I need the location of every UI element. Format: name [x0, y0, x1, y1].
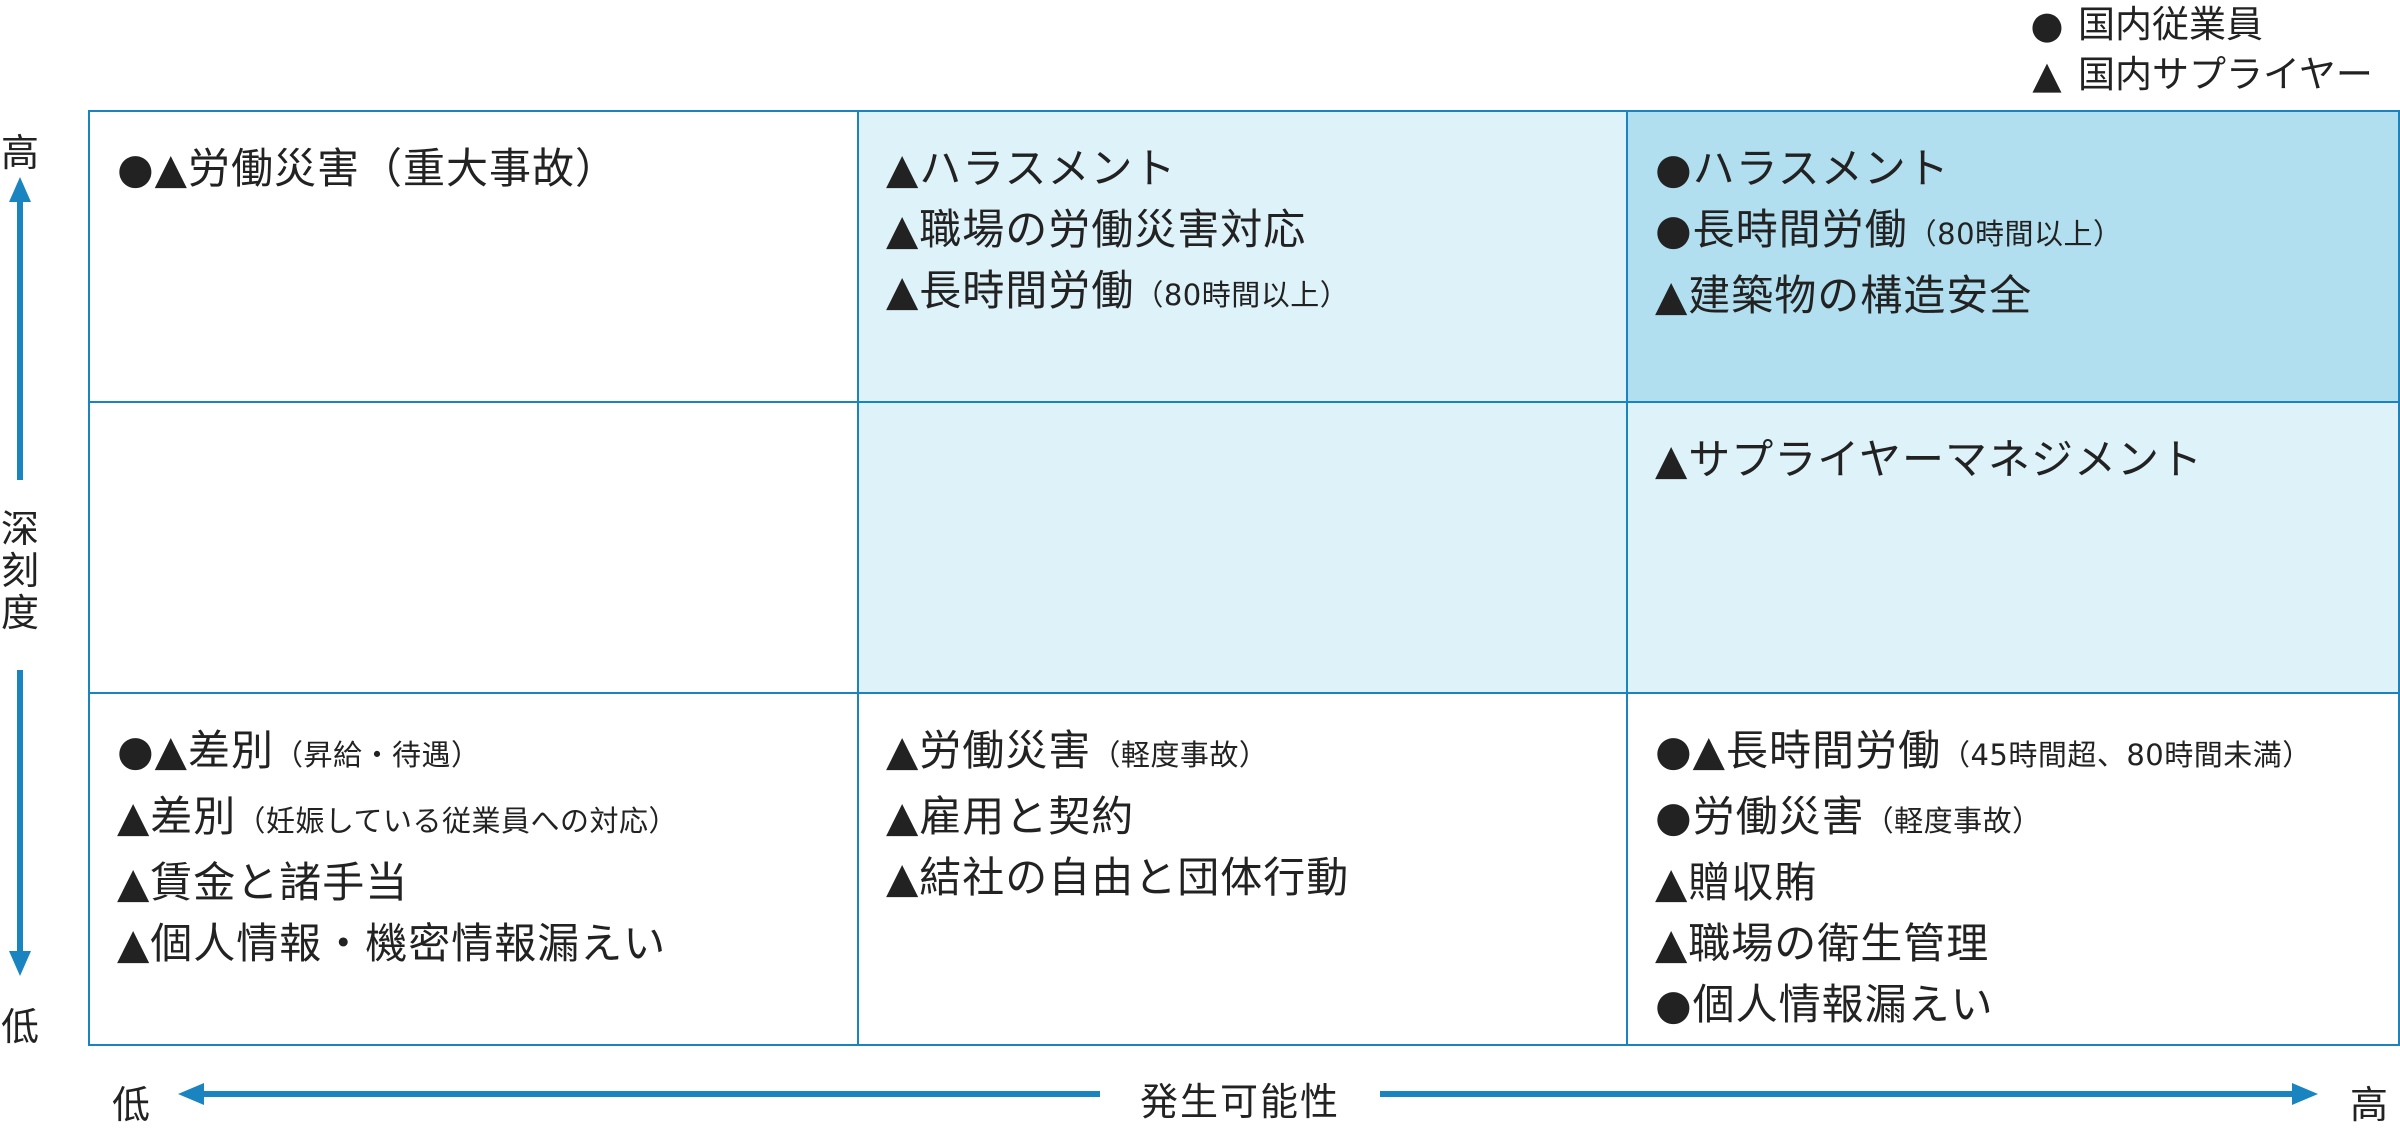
risk-item: ●ハラスメント — [1655, 138, 2398, 199]
severity-high-label: 高 — [0, 131, 39, 175]
risk-item-label: ▲建築物の構造安全 — [1655, 271, 2033, 320]
risk-item-label: ▲個人情報・機密情報漏えい — [117, 919, 667, 968]
risk-item-label: ●労働災害 — [1655, 792, 1865, 841]
risk-item: ▲差別（妊娠している従業員への対応） — [117, 786, 857, 852]
risk-item: ▲結社の自由と団体行動 — [886, 847, 1626, 908]
risk-item-note: （昇給・待遇） — [273, 738, 481, 772]
risk-item: ▲サプライヤーマネジメント — [1655, 429, 2398, 490]
risk-item: ▲建築物の構造安全 — [1655, 265, 2398, 326]
severity-axis-char: 度 — [0, 591, 39, 635]
risk-item-label: ●個人情報漏えい — [1655, 980, 1994, 1029]
severity-axis-char: 刻 — [0, 549, 39, 593]
risk-item-label: ▲結社の自由と団体行動 — [886, 853, 1350, 902]
circle-icon: ● — [2030, 3, 2064, 47]
risk-item: ▲雇用と契約 — [886, 786, 1626, 847]
likelihood-axis-label: 発生可能性 — [1140, 1080, 1341, 1124]
horizontal-arrow-right — [1380, 1083, 2318, 1105]
risk-item-label: ●▲差別 — [117, 726, 274, 775]
likelihood-high-label: 高 — [2350, 1083, 2389, 1127]
legend-item-employees: ● 国内従業員 — [2030, 0, 2373, 50]
risk-item-label: ▲職場の衛生管理 — [1655, 919, 1990, 968]
risk-item: ▲ハラスメント — [886, 138, 1626, 199]
cell-low-mid: ▲労働災害（軽度事故） ▲雇用と契約 ▲結社の自由と団体行動 — [859, 694, 1628, 1044]
likelihood-low-label: 低 — [112, 1083, 151, 1127]
legend: ● 国内従業員 ▲ 国内サプライヤー — [2030, 0, 2373, 100]
severity-axis-char: 深 — [0, 507, 39, 551]
risk-item: ●長時間労働（80時間以上） — [1655, 199, 2398, 265]
risk-item: ▲賃金と諸手当 — [117, 852, 857, 913]
risk-item: ▲職場の労働災害対応 — [886, 199, 1626, 260]
risk-item-label: ▲労働災害 — [886, 726, 1092, 775]
legend-label: 国内サプライヤー — [2078, 53, 2373, 96]
cell-low-high: ●▲長時間労働（45時間超、80時間未満）●労働災害（軽度事故）▲贈収賄▲職場の… — [1628, 694, 2398, 1044]
risk-item-note: （80時間以上） — [1907, 217, 2123, 251]
risk-item-label: ▲サプライヤーマネジメント — [1655, 435, 2204, 484]
risk-item-label: ▲賃金と諸手当 — [117, 858, 409, 907]
triangle-icon: ▲ — [2032, 53, 2062, 97]
legend-item-suppliers: ▲ 国内サプライヤー — [2030, 50, 2373, 100]
risk-item-label: ●ハラスメント — [1655, 144, 1950, 193]
risk-item-note: （80時間以上） — [1134, 278, 1350, 312]
risk-item: ●▲労働災害（重大事故） — [117, 138, 857, 199]
cell-mid-mid — [859, 403, 1628, 694]
risk-item-note: （45時間超、80時間未満） — [1940, 738, 2312, 772]
risk-item: ▲長時間労働（80時間以上） — [886, 260, 1626, 326]
cell-high-mid: ▲ハラスメント ▲職場の労働災害対応 ▲長時間労働（80時間以上） — [859, 112, 1628, 403]
risk-item: ▲個人情報・機密情報漏えい — [117, 913, 857, 974]
cell-high-low: ●▲労働災害（重大事故） — [90, 112, 859, 403]
vertical-arrow-down — [9, 670, 31, 976]
severity-axis-label: 深 刻 度 — [0, 508, 40, 634]
risk-item-label: ▲差別 — [117, 792, 237, 841]
cell-mid-high: ▲サプライヤーマネジメント — [1628, 403, 2398, 694]
risk-item-label: ●▲長時間労働 — [1655, 726, 1941, 775]
risk-item-label: ▲職場の労働災害対応 — [886, 205, 1307, 254]
risk-item: ●▲差別（昇給・待遇） — [117, 720, 857, 786]
cell-mid-low — [90, 403, 859, 694]
cell-low-low: ●▲差別（昇給・待遇）▲差別（妊娠している従業員への対応）▲賃金と諸手当▲個人情… — [90, 694, 859, 1044]
horizontal-arrow-left — [178, 1083, 1100, 1105]
risk-item: ▲贈収賄 — [1655, 852, 2398, 913]
risk-item-label: ▲ハラスメント — [886, 144, 1177, 193]
risk-item: ●労働災害（軽度事故） — [1655, 786, 2398, 852]
cell-high-high: ●ハラスメント ●長時間労働（80時間以上） ▲建築物の構造安全 — [1628, 112, 2398, 403]
risk-item-label: ▲雇用と契約 — [886, 792, 1135, 841]
risk-item-note: （軽度事故） — [1091, 738, 1269, 772]
risk-item: ●▲長時間労働（45時間超、80時間未満） — [1655, 720, 2398, 786]
legend-label: 国内従業員 — [2078, 3, 2263, 46]
vertical-arrow-up — [9, 177, 31, 480]
risk-item-note: （妊娠している従業員への対応） — [236, 804, 678, 838]
risk-item-label: ●▲労働災害（重大事故） — [117, 144, 618, 193]
risk-item: ▲職場の衛生管理 — [1655, 913, 2398, 974]
risk-item-note: （軽度事故） — [1864, 804, 2042, 838]
risk-item: ▲労働災害（軽度事故） — [886, 720, 1626, 786]
risk-matrix: ●▲労働災害（重大事故） ▲ハラスメント▲職場の労働災害対応▲長時間労働（80時… — [88, 110, 2400, 1046]
severity-low-label: 低 — [0, 1005, 39, 1049]
risk-item-label: ▲贈収賄 — [1655, 858, 1818, 907]
risk-item-label: ▲長時間労働 — [886, 266, 1135, 315]
risk-item: ●個人情報漏えい — [1655, 974, 2398, 1035]
risk-item-label: ●長時間労働 — [1655, 205, 1908, 254]
